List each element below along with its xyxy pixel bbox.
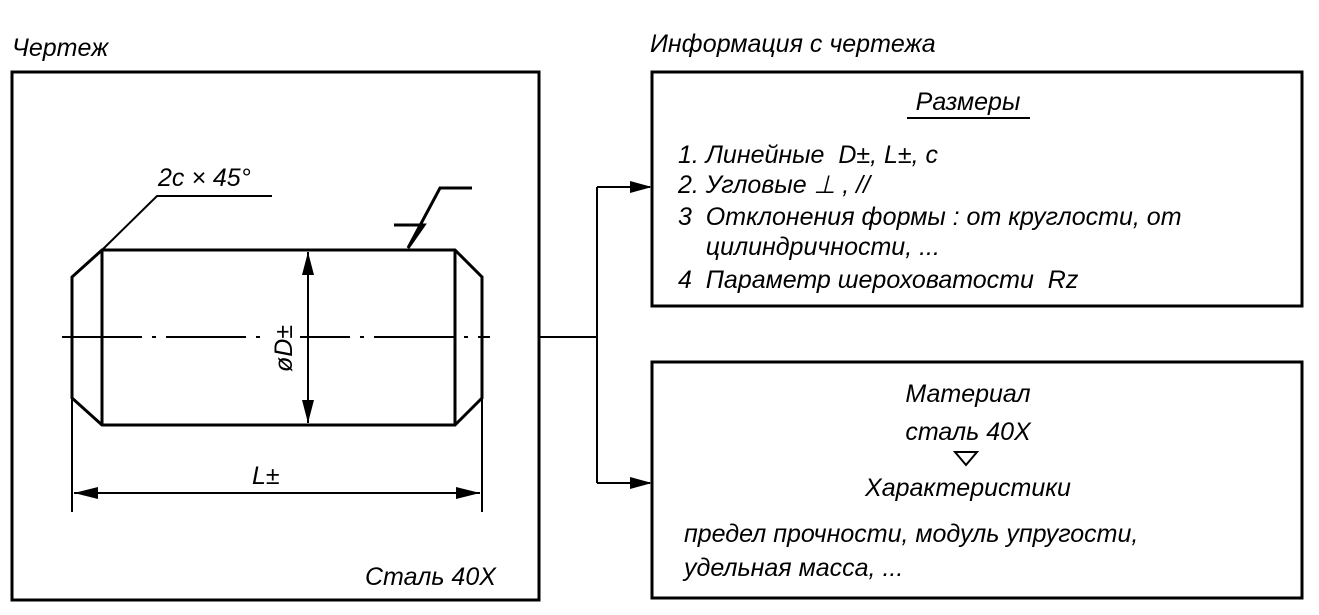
down-triangle-icon	[952, 451, 980, 467]
length-dimension: L±	[71, 398, 483, 512]
dimension-line: 2. Угловые ⊥ , //	[677, 171, 873, 199]
connector-arrows	[539, 181, 652, 489]
characteristics-line: предел прочности, модуль упругости,	[684, 520, 1138, 548]
length-label: L±	[252, 462, 280, 490]
characteristics-heading: Характеристики	[864, 474, 1071, 502]
chamfer-leader: 2c × 45°	[99, 164, 272, 253]
material-box	[650, 360, 1304, 600]
roughness-symbol	[394, 186, 472, 249]
info-title: Информация с чертежа	[650, 30, 936, 58]
dimension-line: 4 Параметр шероховатости Rz	[678, 266, 1079, 294]
dimensions-heading: Размеры	[916, 88, 1021, 116]
material-heading: Материал	[905, 380, 1030, 408]
shaft-part	[62, 248, 490, 427]
chamfer-label: 2c × 45°	[157, 164, 251, 192]
dimension-line: цилиндричности, ...	[678, 233, 940, 261]
dimension-line: 3 Отклонения формы : от круглости, от	[678, 203, 1182, 231]
dimensions-box	[650, 70, 1304, 308]
drawing-title: Чертеж	[12, 34, 110, 62]
material-label: Сталь 40Х	[365, 563, 497, 591]
characteristics-line: удельная масса, ...	[682, 554, 903, 582]
material-value: сталь 40Х	[905, 418, 1032, 446]
diameter-dimension: øD±	[270, 252, 314, 423]
diameter-label: øD±	[270, 325, 298, 372]
dimension-line: 1. Линейные D±, L±, c	[678, 141, 939, 169]
